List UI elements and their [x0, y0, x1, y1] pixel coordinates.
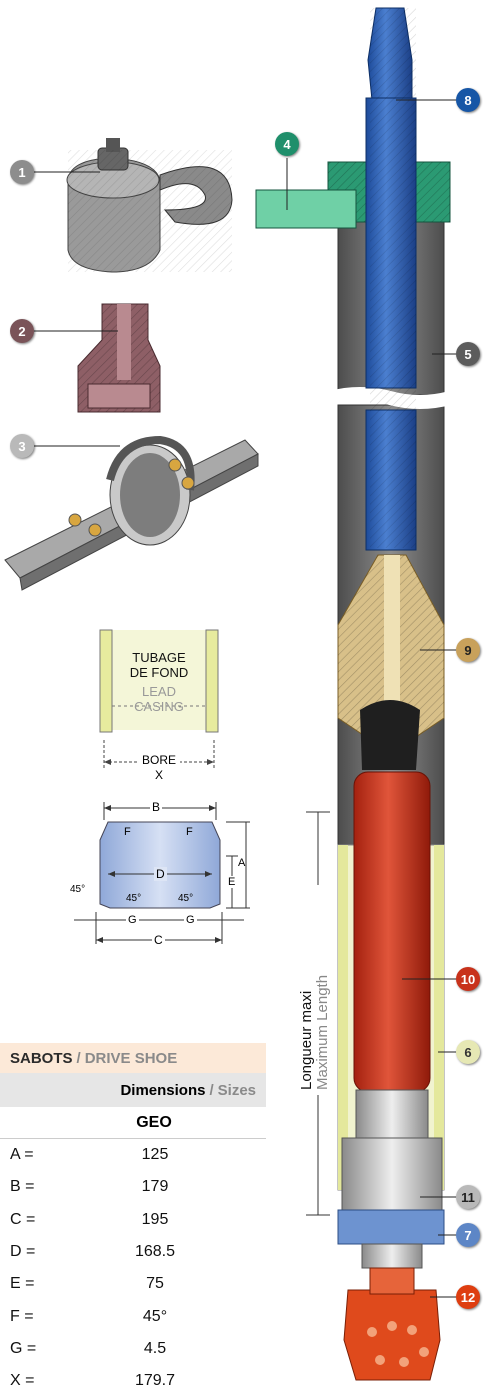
table-row: F = 45° — [0, 1300, 266, 1332]
callout-11: 11 — [456, 1185, 480, 1209]
row-value: 125 — [141, 1146, 169, 1164]
clamp-illustration — [4, 435, 259, 591]
callout-8: 8 — [456, 88, 480, 112]
row-value: 75 — [146, 1275, 164, 1293]
table-row: A = 125 — [0, 1139, 266, 1171]
row-key: D = — [10, 1243, 36, 1261]
drive-shoe-section — [74, 802, 250, 944]
row-value: 4.5 — [143, 1339, 167, 1357]
dim-g-left: G — [126, 914, 139, 926]
dim-a-label: A — [238, 857, 246, 869]
length-label-en: Maximum Length — [314, 974, 331, 1090]
row-value: 168.5 — [134, 1243, 176, 1261]
casing-label-en-1: LEAD — [142, 684, 176, 699]
bore-x-label: X — [154, 768, 163, 782]
row-key: B = — [10, 1178, 35, 1196]
callout-1: 1 — [10, 160, 34, 184]
table-row: C = 195 — [0, 1204, 266, 1236]
callout-10: 10 — [456, 967, 480, 991]
dim-b-label: B — [150, 800, 163, 814]
dim-f-left: F — [124, 826, 131, 838]
row-key: X = — [10, 1372, 35, 1390]
callout-2: 2 — [10, 319, 34, 343]
table-row: G = 4.5 — [0, 1333, 266, 1365]
length-bracket — [306, 811, 330, 1216]
row-value: 45° — [142, 1307, 168, 1325]
table-row: X = 179.7 — [0, 1365, 266, 1397]
bore-label: BORE — [138, 753, 180, 767]
callout-5: 5 — [456, 342, 480, 366]
lead-casing-sketch — [99, 629, 219, 770]
lifting-cap-illustration — [66, 138, 233, 273]
table-row: B = 179 — [0, 1171, 266, 1203]
row-key: G = — [10, 1339, 37, 1357]
casing-label-fr-2: DE FOND — [129, 665, 189, 680]
callout-4: 4 — [275, 132, 299, 156]
table-title-fr: SABOTS — [10, 1049, 73, 1067]
table-row: E = 75 — [0, 1268, 266, 1300]
column-header-geo: GEO — [0, 1107, 266, 1139]
dim-g-right: G — [184, 914, 197, 926]
angle-right: 45° — [178, 893, 194, 904]
row-key: E = — [10, 1275, 35, 1293]
row-value: 195 — [141, 1210, 169, 1228]
table-title-en: DRIVE SHOE — [84, 1049, 178, 1067]
table-dims-header: Dimensions / Sizes — [0, 1073, 266, 1107]
dims-label-en: Sizes — [217, 1081, 256, 1099]
row-key: F = — [10, 1307, 34, 1325]
row-value: 179 — [141, 1178, 169, 1196]
drive-shoe-table: SABOTS / DRIVE SHOE Dimensions / Sizes G… — [0, 1043, 266, 1397]
row-value: 179.7 — [134, 1372, 176, 1390]
row-key: C = — [10, 1210, 36, 1228]
casing-label-fr-1: TUBAGE — [132, 650, 186, 665]
callout-3: 3 — [10, 434, 34, 458]
table-row: D = 168.5 — [0, 1236, 266, 1268]
dims-sep: / — [209, 1081, 214, 1099]
row-key: A = — [10, 1146, 34, 1164]
dim-c-label: C — [152, 933, 165, 947]
dims-label: Dimensions — [120, 1081, 206, 1099]
callout-9: 9 — [456, 638, 480, 662]
callout-6: 6 — [456, 1040, 480, 1064]
casing-label-en-2: CASING — [134, 699, 184, 714]
plug-illustration — [77, 303, 161, 413]
length-label-fr: Longueur maxi — [298, 990, 315, 1090]
angle-left: 45° — [126, 893, 142, 904]
callout-7: 7 — [456, 1223, 480, 1247]
drill-assembly — [255, 7, 452, 1381]
dim-f-right: F — [186, 826, 193, 838]
angle-outer: 45° — [70, 884, 86, 895]
table-title-sep: / — [76, 1049, 81, 1067]
dim-d-label: D — [154, 867, 167, 881]
table-title: SABOTS / DRIVE SHOE — [0, 1043, 266, 1073]
callout-12: 12 — [456, 1285, 480, 1309]
dim-e-label: E — [228, 876, 236, 888]
